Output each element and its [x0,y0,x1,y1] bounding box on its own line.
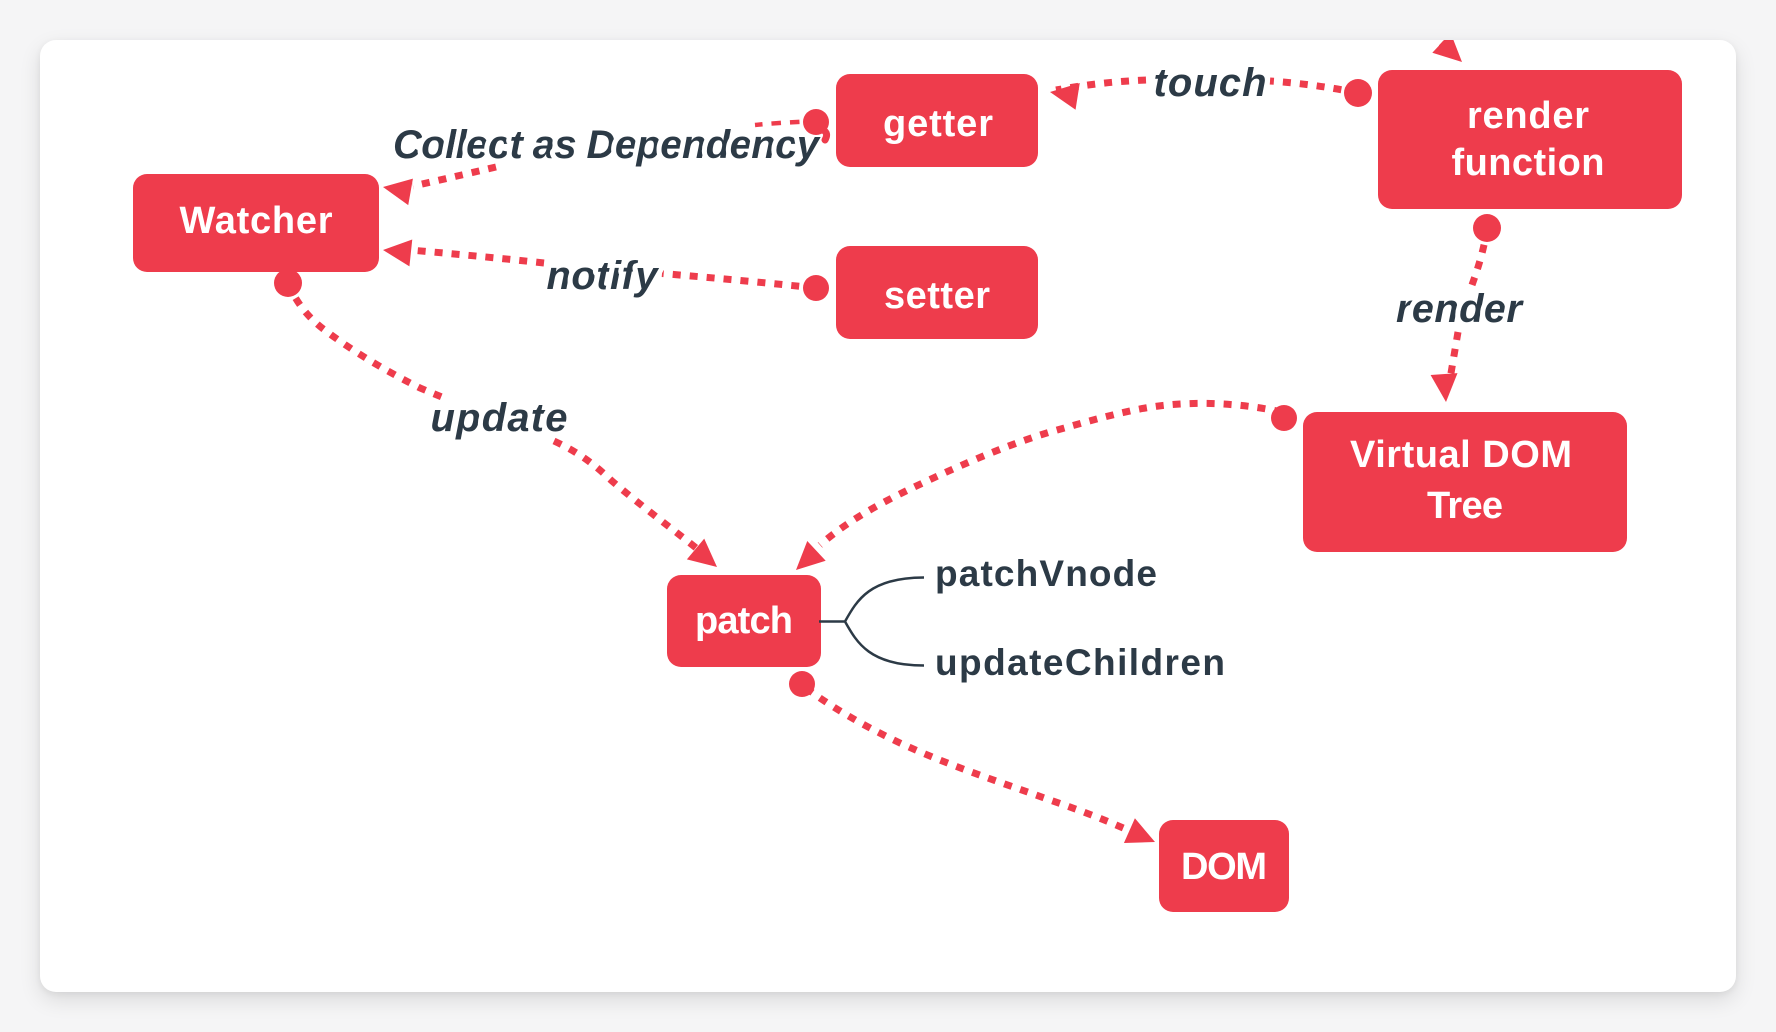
svg-text:render: render [1396,287,1524,331]
svg-text:patchVnode: patchVnode [935,553,1157,594]
svg-text:Tree: Tree [1427,485,1503,527]
svg-text:update: update [431,396,568,440]
svg-text:notify: notify [547,254,660,298]
svg-text:patch: patch [695,600,793,642]
svg-text:function: function [1452,142,1605,184]
svg-text:Collect as Dependency: Collect as Dependency [393,123,821,167]
svg-text:Watcher: Watcher [180,200,333,242]
svg-text:getter: getter [883,103,993,145]
svg-text:render: render [1467,95,1589,137]
svg-text:setter: setter [884,275,990,317]
svg-text:updateChildren: updateChildren [935,642,1225,683]
svg-text:DOM: DOM [1181,846,1267,888]
svg-text:touch: touch [1154,61,1267,105]
svg-text:Virtual DOM: Virtual DOM [1350,434,1572,476]
